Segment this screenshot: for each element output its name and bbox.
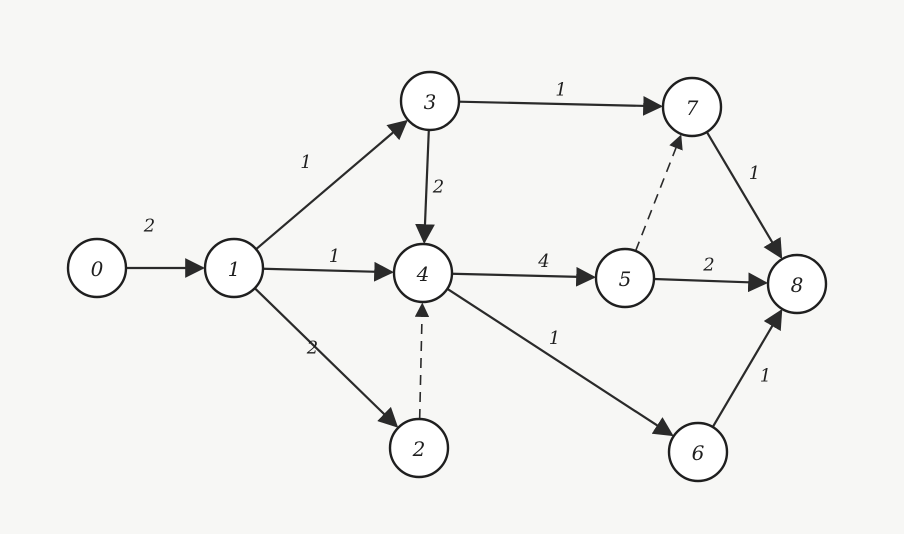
node-circle-2 — [388, 417, 450, 479]
node-4: 4 — [392, 242, 454, 304]
node-label-7: 7 — [686, 96, 699, 120]
node-6: 6 — [667, 421, 729, 483]
nodes-layer: 0 1 2 3 4 5 6 7 8 — [66, 70, 828, 483]
edge-7-8 — [705, 131, 783, 260]
node-3: 3 — [399, 70, 461, 132]
edge-5-8 — [653, 272, 768, 293]
edge-weight-1-4: 1 — [329, 246, 340, 267]
node-label-2: 2 — [412, 437, 426, 461]
edge-2-4 — [414, 302, 430, 420]
node-1: 1 — [203, 237, 265, 299]
node-circle-0 — [66, 237, 128, 299]
node-label-6: 6 — [692, 441, 705, 465]
edge-weight-0-1: 2 — [143, 216, 155, 237]
node-circle-6 — [667, 421, 729, 483]
edge-1-4 — [262, 261, 394, 282]
node-7: 7 — [661, 76, 723, 138]
node-8: 8 — [766, 253, 828, 315]
node-2: 2 — [388, 417, 450, 479]
edge-weight-5-8: 2 — [702, 255, 714, 276]
edge-3-4 — [415, 129, 435, 245]
node-circle-5 — [594, 247, 656, 309]
edge-3-7 — [458, 95, 663, 116]
edge-6-8 — [711, 309, 783, 428]
edge-4-6 — [446, 287, 674, 437]
edge-weight-4-6: 1 — [549, 328, 560, 349]
node-label-8: 8 — [791, 273, 804, 297]
edge-1-3 — [255, 119, 408, 251]
edge-1-2 — [254, 287, 399, 428]
node-label-0: 0 — [91, 257, 104, 281]
node-circle-4 — [392, 242, 454, 304]
edge-weight-4-5: 4 — [537, 251, 549, 272]
edges-layer: 2 1 1 2 1 2 4 1 2 1 1 — [126, 80, 783, 437]
node-5: 5 — [594, 247, 656, 309]
node-0: 0 — [66, 237, 128, 299]
node-circle-8 — [766, 253, 828, 315]
node-label-1: 1 — [228, 257, 241, 281]
edge-5-7 — [634, 134, 683, 252]
node-label-5: 5 — [619, 267, 632, 291]
node-circle-1 — [203, 237, 265, 299]
edge-4-5 — [451, 266, 596, 287]
node-circle-7 — [661, 76, 723, 138]
edge-weight-3-4: 2 — [432, 177, 444, 198]
edge-weight-7-8: 1 — [749, 163, 760, 184]
edge-weight-6-8: 1 — [760, 366, 771, 387]
edge-weight-1-3: 1 — [300, 152, 311, 173]
edge-weight-1-2: 2 — [306, 338, 318, 359]
edge-weight-3-7: 1 — [555, 80, 566, 101]
node-label-3: 3 — [424, 90, 437, 114]
node-label-4: 4 — [416, 262, 430, 286]
node-circle-3 — [399, 70, 461, 132]
